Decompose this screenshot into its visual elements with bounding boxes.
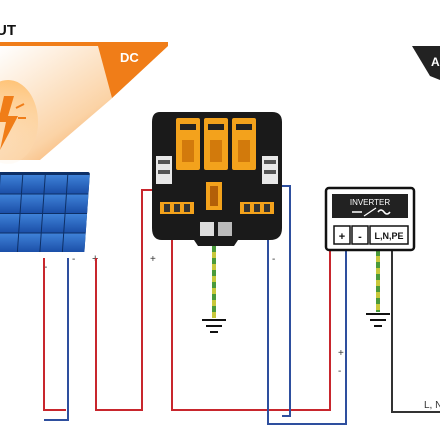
solar-cell [0, 233, 19, 252]
surge-protection-device [152, 112, 282, 246]
header-line [0, 42, 168, 46]
device-logo [200, 222, 214, 236]
dc-banner-tab [98, 46, 168, 98]
device-input-minus: - [272, 254, 275, 265]
wire-red-panel-left [43, 258, 66, 411]
ac-banner-tab [412, 46, 440, 80]
panel-minus-label: - [44, 262, 47, 273]
terminal-block-left [156, 156, 172, 184]
ac-output-label: L, N [424, 400, 440, 411]
solar-cell [44, 175, 68, 194]
ground-symbol-inverter [366, 250, 390, 327]
solar-cell [19, 214, 43, 233]
inverter-terminal-plus-label: + [339, 231, 345, 243]
solar-cell [66, 175, 90, 194]
inverter-label-plate [332, 194, 408, 218]
inverter-title: INVERTER [350, 198, 391, 207]
ac-label: A [431, 55, 440, 69]
solar-cell [0, 194, 21, 213]
relay-module-3 [232, 118, 256, 170]
relay-module-1 [176, 118, 200, 170]
inverter-terminal-minus-label: - [358, 231, 362, 243]
terminal-strip-bottom-left [160, 202, 194, 214]
solar-cell [43, 194, 66, 213]
dc-label: DC [120, 50, 139, 65]
wire-ac-output [391, 250, 440, 413]
inverter-terminal-lnpe-label: L,N,PE [374, 231, 403, 241]
wire-label-plus: + [338, 348, 344, 359]
solar-cell [64, 214, 88, 233]
inverter-terminal-minus [351, 225, 369, 245]
terminal-strip-bottom-right [240, 202, 274, 214]
header-title: UT [0, 22, 16, 39]
solar-cell [41, 214, 65, 233]
wire-blue-inverter [267, 214, 347, 425]
wire-red-panel [95, 189, 158, 411]
inverter-terminal-plus [333, 225, 351, 245]
wire-label-minus: - [338, 366, 341, 377]
panel-minus-label-2: - [72, 254, 75, 265]
wire-blue-panel-left [44, 258, 69, 421]
solar-cells [0, 175, 90, 252]
dc-ac-symbol-icon [352, 207, 391, 217]
wire-blue-device [276, 185, 291, 417]
wire-red-inverter [171, 210, 331, 411]
header-banner: UT DC A [0, 22, 440, 160]
solar-cell [65, 194, 89, 213]
inverter: INVERTER + - L,N,PE [324, 186, 416, 252]
inverter-terminal-lnpe [369, 225, 409, 245]
solar-cell [21, 175, 45, 194]
solar-cell [20, 194, 44, 213]
solar-cell [0, 214, 20, 233]
solar-cell [17, 233, 41, 252]
solar-panel [0, 172, 90, 252]
relay-module-2 [204, 118, 228, 170]
solar-cell [0, 175, 23, 194]
solar-cell [62, 233, 86, 252]
device-input-plus: + [150, 254, 156, 265]
wires [43, 185, 440, 425]
lightning-icon [0, 80, 38, 164]
ground-symbol-device [202, 234, 226, 333]
terminal-block-right [262, 156, 278, 184]
solar-cell [40, 233, 64, 252]
